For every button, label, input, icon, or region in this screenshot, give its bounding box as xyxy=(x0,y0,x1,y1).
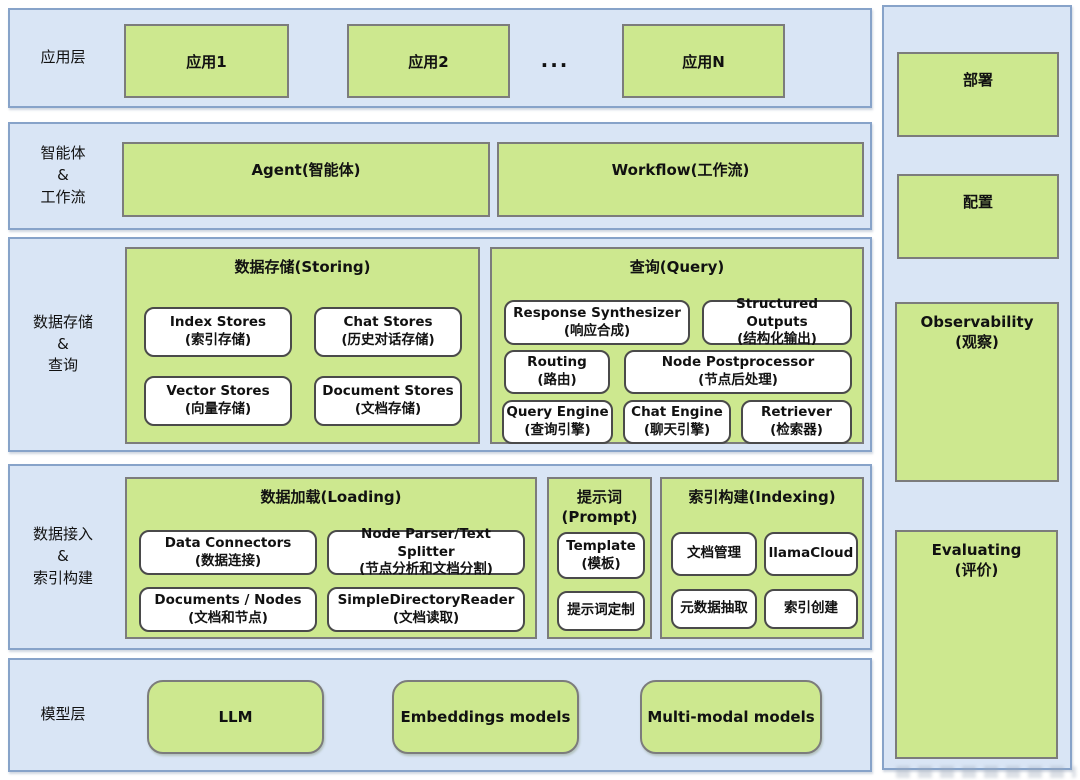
query-engine-box: Query Engine (查询引擎) xyxy=(502,400,613,444)
indexing-title: 索引构建(Indexing) xyxy=(688,488,836,506)
query-title: 查询(Query) xyxy=(629,258,725,276)
deploy-box: 部署 xyxy=(897,52,1059,137)
storage-query-label: 数据存储 & 查询 xyxy=(32,312,93,375)
application-layer-label: 应用层 xyxy=(40,48,86,67)
structured-outputs-box: Structured Outputs (结构化输出) xyxy=(702,296,852,347)
chat-engine-box: Chat Engine (聊天引擎) xyxy=(623,400,731,444)
response-synthesizer-box: Response Synthesizer (响应合成) xyxy=(504,300,690,345)
index-stores-box: Index Stores (索引存储) xyxy=(144,307,292,357)
data-connectors-box: Data Connectors (数据连接) xyxy=(139,530,317,575)
band-model-layer: 模型层 LLM Embeddings models Multi-modal mo… xyxy=(8,658,872,772)
prompt-section: 提示词 (Prompt) Template (模板) 提示词定制 xyxy=(547,477,652,639)
multimodal-models-box: Multi-modal models xyxy=(640,680,822,754)
app2-box: 应用2 xyxy=(347,24,510,98)
band-storage-query: 数据存储 & 查询 数据存储(Storing) Index Stores (索引… xyxy=(8,237,872,452)
document-stores-box: Document Stores (文档存储) xyxy=(314,376,462,426)
band-agent-workflow: 智能体 & 工作流 Agent(智能体) Workflow(工作流) xyxy=(8,122,872,230)
node-postprocessor-box: Node Postprocessor (节点后处理) xyxy=(624,350,852,394)
doc-management-box: 文档管理 xyxy=(671,532,757,576)
model-layer-label: 模型层 xyxy=(40,705,86,724)
retriever-box: Retriever (检索器) xyxy=(741,400,852,444)
llamacloud-box: llamaCloud xyxy=(764,532,858,576)
agent-workflow-label: 智能体 & 工作流 xyxy=(40,144,86,206)
band-application-layer: 应用层 应用1 应用2 ... 应用N xyxy=(8,8,872,108)
workflow-box: Workflow(工作流) xyxy=(497,142,864,217)
app1-box: 应用1 xyxy=(124,24,289,98)
ingest-indexing-label: 数据接入 & 索引构建 xyxy=(32,525,93,587)
query-section: 查询(Query) Response Synthesizer (响应合成) St… xyxy=(490,247,864,444)
appN-box: 应用N xyxy=(622,24,785,98)
llm-box: LLM xyxy=(147,680,324,754)
ellipsis: ... xyxy=(540,48,570,72)
loading-section: 数据加载(Loading) Data Connectors (数据连接) Nod… xyxy=(125,477,537,639)
routing-box: Routing (路由) xyxy=(504,350,610,394)
vector-stores-box: Vector Stores (向量存储) xyxy=(144,376,292,426)
loading-title: 数据加载(Loading) xyxy=(260,488,402,506)
index-creation-box: 索引创建 xyxy=(764,589,858,629)
evaluating-box: Evaluating (评价) xyxy=(895,530,1058,759)
chat-stores-box: Chat Stores (历史对话存储) xyxy=(314,307,462,357)
sidebar-column: 部署 配置 Observability (观察) Evaluating (评价) xyxy=(882,5,1072,770)
template-box: Template (模板) xyxy=(557,532,645,579)
storing-section: 数据存储(Storing) Index Stores (索引存储) Chat S… xyxy=(125,247,480,444)
indexing-section: 索引构建(Indexing) 文档管理 llamaCloud 元数据抽取 索引创… xyxy=(660,477,864,639)
prompt-custom-box: 提示词定制 xyxy=(557,591,645,631)
agent-box: Agent(智能体) xyxy=(122,142,490,217)
metadata-extraction-box: 元数据抽取 xyxy=(671,589,757,629)
documents-nodes-box: Documents / Nodes (文档和节点) xyxy=(139,587,317,632)
embeddings-models-box: Embeddings models xyxy=(392,680,579,754)
prompt-title: 提示词 (Prompt) xyxy=(561,488,638,526)
band-ingest-indexing: 数据接入 & 索引构建 数据加载(Loading) Data Connector… xyxy=(8,464,872,650)
simple-directory-reader-box: SimpleDirectoryReader (文档读取) xyxy=(327,587,525,632)
node-parser-box: Node Parser/Text Splitter (节点分析和文档分割) xyxy=(327,526,525,577)
config-box: 配置 xyxy=(897,174,1059,259)
storing-title: 数据存储(Storing) xyxy=(234,258,371,276)
watermark xyxy=(896,766,1076,778)
observability-box: Observability (观察) xyxy=(895,302,1059,482)
